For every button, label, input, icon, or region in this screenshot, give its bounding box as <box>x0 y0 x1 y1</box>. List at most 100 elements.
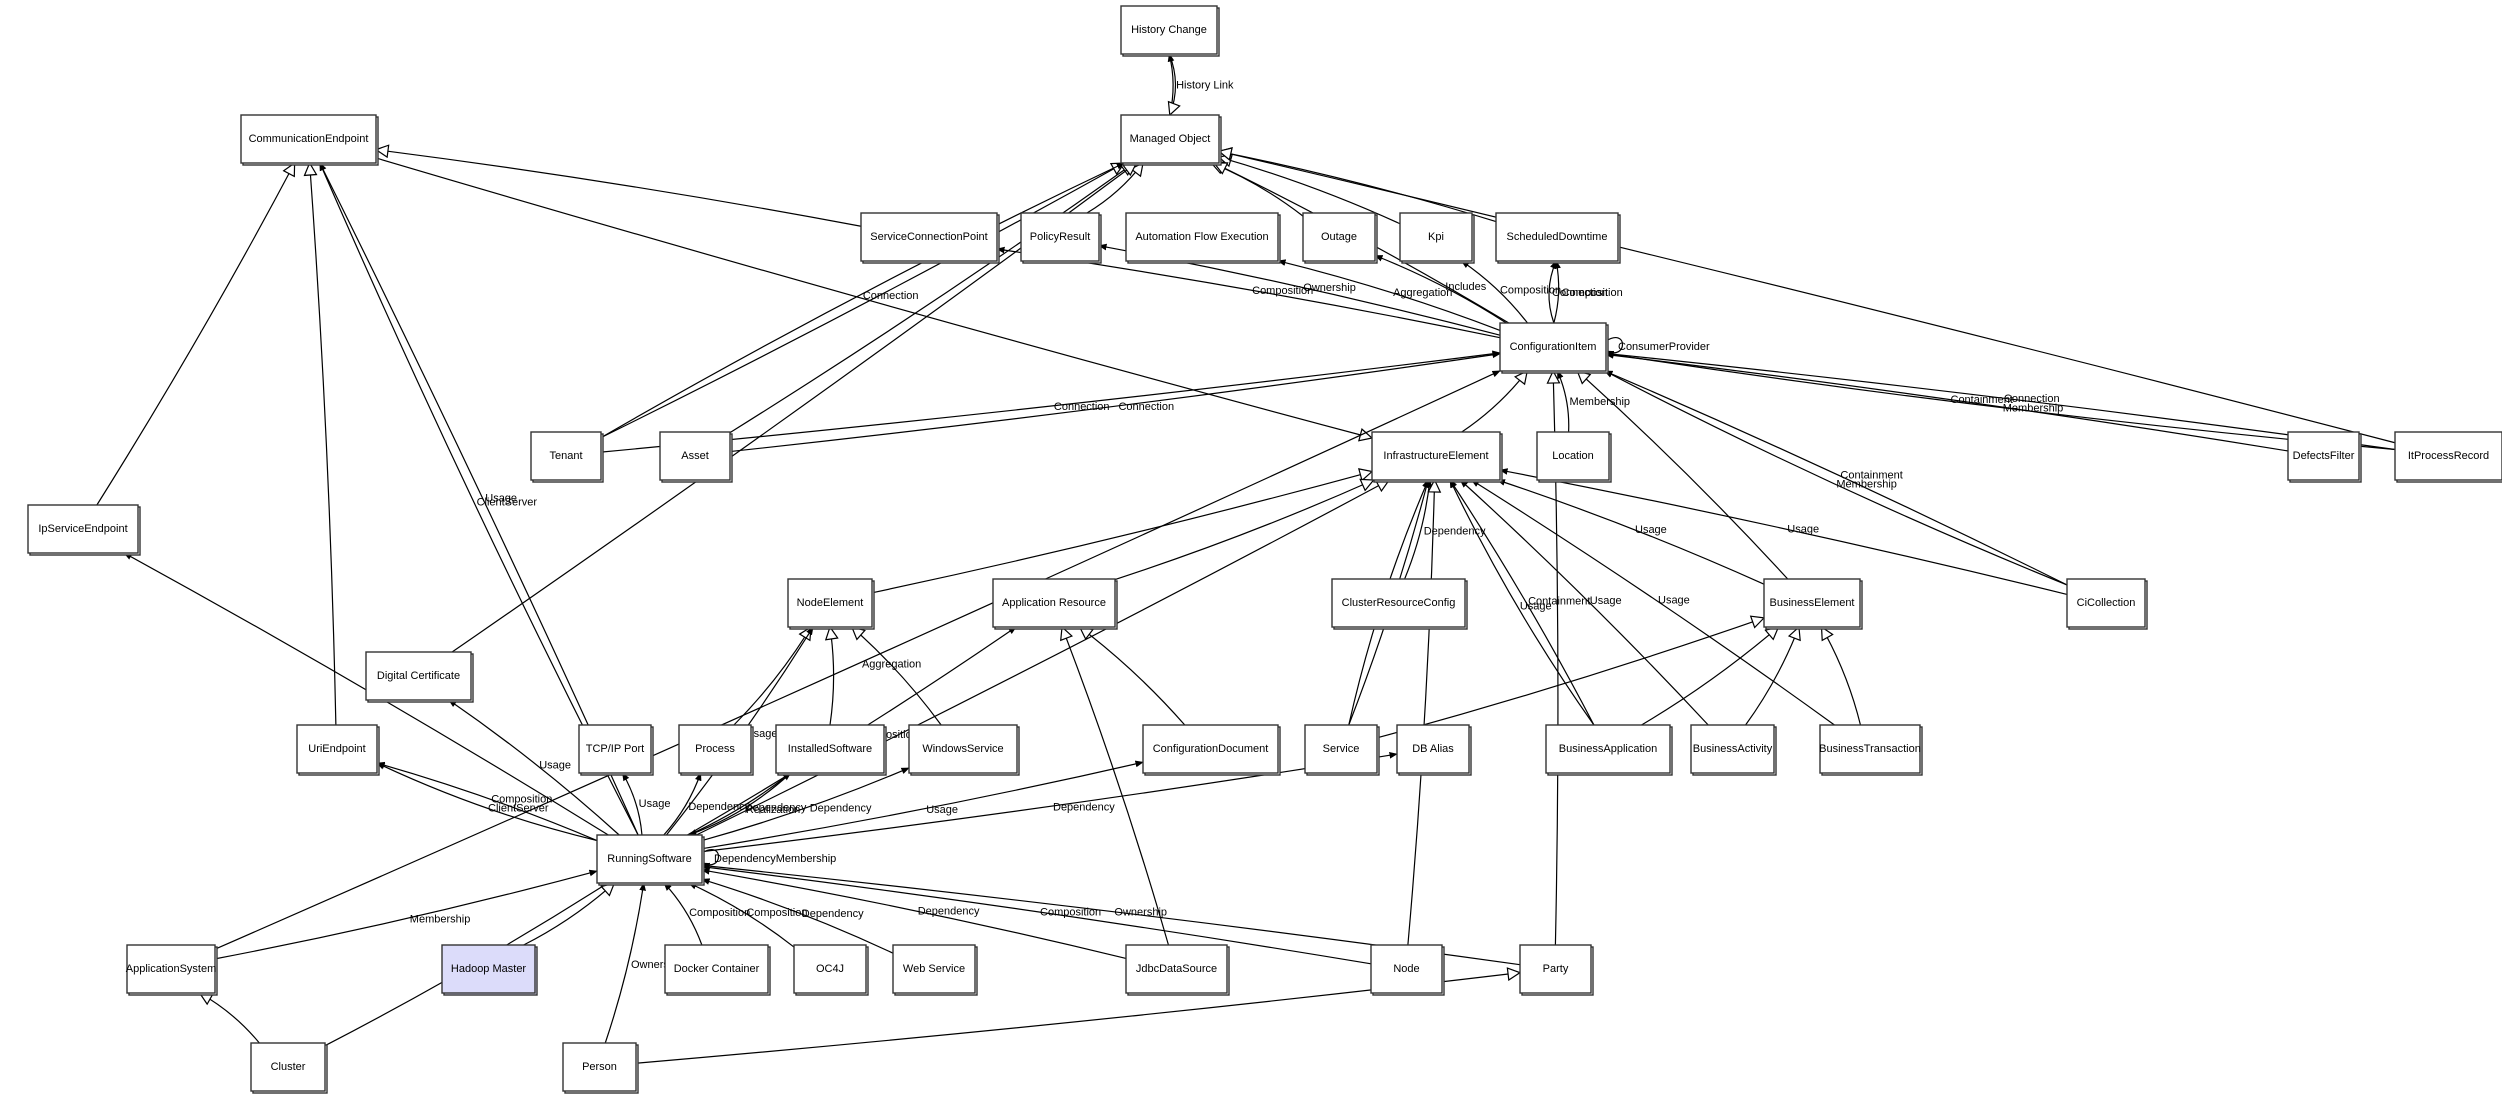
node-box[interactable] <box>1125 944 1228 994</box>
node-box[interactable] <box>1020 212 1100 262</box>
node-label: Service <box>1323 743 1360 755</box>
node-scheduled-downtime[interactable]: ScheduledDowntime <box>1495 212 1621 264</box>
node-box[interactable] <box>296 724 378 774</box>
node-box[interactable] <box>562 1042 637 1092</box>
node-jdbc-data-source[interactable]: JdbcDataSource <box>1125 944 1230 996</box>
node-cluster[interactable]: Cluster <box>250 1042 328 1094</box>
node-box[interactable] <box>659 431 731 481</box>
edge-label: Composition <box>1252 285 1313 297</box>
node-box[interactable] <box>2287 431 2360 481</box>
node-running-software[interactable]: RunningSoftware <box>596 834 705 886</box>
node-infrastructure-element[interactable]: InfrastructureElement <box>1371 431 1503 483</box>
node-tcpip-port[interactable]: TCP/IP Port <box>578 724 654 776</box>
node-box[interactable] <box>2066 578 2146 628</box>
node-communication-endpoint[interactable]: CommunicationEndpoint <box>240 114 379 166</box>
node-box[interactable] <box>1763 578 1861 628</box>
node-service-connection-point[interactable]: ServiceConnectionPoint <box>860 212 1000 264</box>
edge-tenant-to-managed-object <box>600 163 1124 439</box>
node-box[interactable] <box>678 724 752 774</box>
node-node-element[interactable]: NodeElement <box>787 578 875 630</box>
node-box[interactable] <box>992 578 1116 628</box>
node-box[interactable] <box>1545 724 1671 774</box>
node-box[interactable] <box>860 212 998 262</box>
node-application-resource[interactable]: Application Resource <box>992 578 1118 630</box>
node-box[interactable] <box>1371 431 1501 481</box>
node-policy-result[interactable]: PolicyResult <box>1020 212 1102 264</box>
node-label: BusinessActivity <box>1693 743 1773 755</box>
node-box[interactable] <box>1499 322 1607 372</box>
node-box[interactable] <box>126 944 216 994</box>
node-digital-certificate[interactable]: Digital Certificate <box>365 651 474 703</box>
node-box[interactable] <box>530 431 602 481</box>
node-configuration-item[interactable]: ConfigurationItem <box>1499 322 1609 374</box>
node-box[interactable] <box>1125 212 1279 262</box>
node-db-alias[interactable]: DB Alias <box>1396 724 1472 776</box>
node-hadoop-master[interactable]: Hadoop Master <box>441 944 538 996</box>
node-business-application[interactable]: BusinessApplication <box>1545 724 1673 776</box>
node-box[interactable] <box>1399 212 1473 262</box>
node-box[interactable] <box>664 944 769 994</box>
node-installed-software[interactable]: InstalledSoftware <box>775 724 887 776</box>
node-service[interactable]: Service <box>1304 724 1380 776</box>
node-box[interactable] <box>1519 944 1592 994</box>
node-box[interactable] <box>240 114 377 164</box>
node-box[interactable] <box>1819 724 1921 774</box>
node-box[interactable] <box>441 944 536 994</box>
node-box[interactable] <box>775 724 885 774</box>
edge-process-to-node-element <box>733 627 811 726</box>
node-oc4j[interactable]: OC4J <box>793 944 869 996</box>
edge-it-process-record-to-managed-object <box>1219 151 2396 444</box>
node-application-system[interactable]: ApplicationSystem <box>126 944 218 996</box>
node-box[interactable] <box>1304 724 1378 774</box>
node-outage[interactable]: Outage <box>1302 212 1378 264</box>
node-history-change[interactable]: History Change <box>1120 5 1220 57</box>
node-uri-endpoint[interactable]: UriEndpoint <box>296 724 380 776</box>
node-box[interactable] <box>1396 724 1470 774</box>
edge-installed-software-to-node-element <box>830 627 834 726</box>
node-box[interactable] <box>1536 431 1610 481</box>
node-box[interactable] <box>1120 114 1220 164</box>
node-box[interactable] <box>27 504 139 554</box>
node-location[interactable]: Location <box>1536 431 1612 483</box>
node-automation-flow-execution[interactable]: Automation Flow Execution <box>1125 212 1281 264</box>
node-box[interactable] <box>1302 212 1376 262</box>
node-configuration-document[interactable]: ConfigurationDocument <box>1142 724 1281 776</box>
node-party[interactable]: Party <box>1519 944 1594 996</box>
node-docker-container[interactable]: Docker Container <box>664 944 771 996</box>
node-business-activity[interactable]: BusinessActivity <box>1690 724 1777 776</box>
node-box[interactable] <box>250 1042 326 1092</box>
node-managed-object[interactable]: Managed Object <box>1120 114 1222 166</box>
node-it-process-record[interactable]: ItProcessRecord <box>2394 431 2502 483</box>
node-ci-collection[interactable]: CiCollection <box>2066 578 2148 630</box>
node-kpi[interactable]: Kpi <box>1399 212 1475 264</box>
node-box[interactable] <box>578 724 652 774</box>
node-business-element[interactable]: BusinessElement <box>1763 578 1863 630</box>
edge-business-application-to-infrastructure-element <box>1449 479 1595 726</box>
node-ip-service-endpoint[interactable]: IpServiceEndpoint <box>27 504 141 556</box>
node-box[interactable] <box>1495 212 1619 262</box>
node-web-service[interactable]: Web Service <box>892 944 978 996</box>
node-box[interactable] <box>1142 724 1279 774</box>
node-process[interactable]: Process <box>678 724 754 776</box>
node-box[interactable] <box>596 834 703 884</box>
node-windows-service[interactable]: WindowsService <box>908 724 1020 776</box>
node-defects-filter[interactable]: DefectsFilter <box>2287 431 2362 483</box>
node-tenant[interactable]: Tenant <box>530 431 604 483</box>
node-box[interactable] <box>793 944 867 994</box>
node-box[interactable] <box>1120 5 1218 55</box>
generalization-line <box>1169 53 1175 115</box>
node-node[interactable]: Node <box>1370 944 1445 996</box>
node-asset[interactable]: Asset <box>659 431 733 483</box>
node-business-transaction[interactable]: BusinessTransaction <box>1819 724 1923 776</box>
node-box[interactable] <box>787 578 873 628</box>
node-box[interactable] <box>1370 944 1443 994</box>
node-cluster-resource-config[interactable]: ClusterResourceConfig <box>1331 578 1468 630</box>
node-person[interactable]: Person <box>562 1042 639 1094</box>
node-box[interactable] <box>1690 724 1775 774</box>
node-box[interactable] <box>892 944 976 994</box>
node-box[interactable] <box>2394 431 2502 481</box>
node-box[interactable] <box>365 651 472 701</box>
node-box[interactable] <box>908 724 1018 774</box>
node-box[interactable] <box>1331 578 1466 628</box>
edge-scheduled-downtime-to-managed-object <box>1219 151 1497 223</box>
